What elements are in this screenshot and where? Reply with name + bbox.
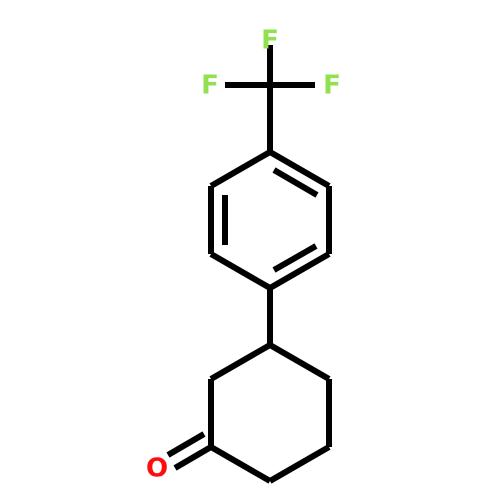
ring-bond-6: [209, 149, 272, 189]
atom-label-f-left: F: [201, 71, 219, 101]
carbonyl-bond-inner: [166, 431, 206, 458]
atom-label-f-top: F: [261, 26, 279, 56]
cyclohexanone-ring: [208, 342, 332, 484]
ring-bond-3: [268, 251, 331, 291]
cyclo-bond-3: [268, 444, 331, 484]
cyclo-bond-6: [209, 342, 272, 382]
carbonyl-group: [166, 431, 213, 471]
benzene-ring: [208, 149, 332, 291]
cyclo-bond-1: [268, 342, 331, 382]
ring-bond-4: [209, 251, 272, 291]
trifluoromethyl-group: [225, 45, 315, 152]
ring-double-bond-2: [272, 243, 318, 273]
atom-label-o: O: [146, 454, 168, 484]
atom-label-f-right: F: [323, 71, 341, 101]
ring-double-bond-1: [272, 167, 319, 198]
carbonyl-bond-outer: [173, 444, 213, 471]
ring-bond-1: [268, 149, 331, 189]
cyclo-bond-4: [209, 444, 272, 484]
